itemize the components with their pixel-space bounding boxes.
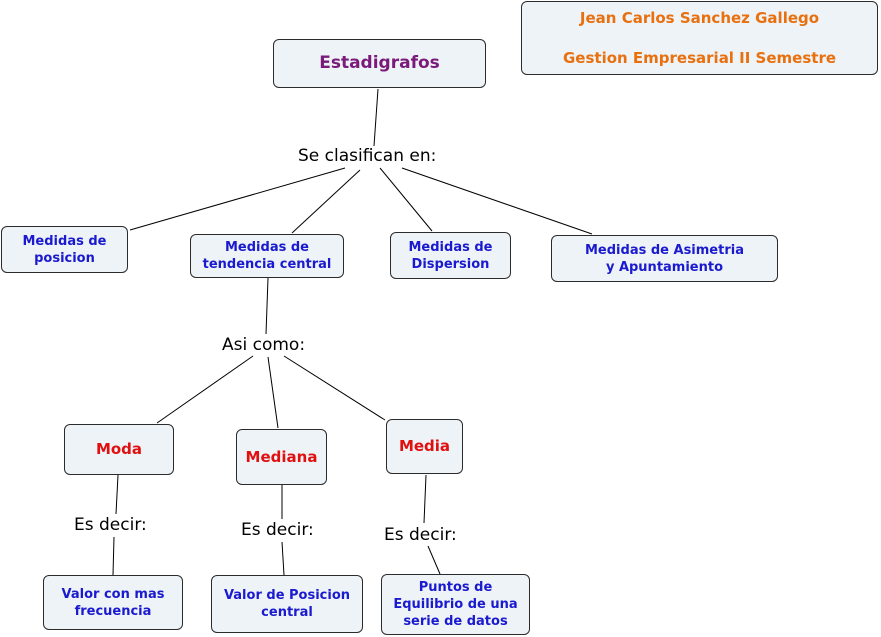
author-box: Jean Carlos Sanchez Gallego Gestion Empr… [521, 1, 878, 75]
category-medidas-dispersion: Medidas de Dispersion [390, 232, 511, 279]
category-asimetria-apuntamiento: Medidas de Asimetria y Apuntamiento [551, 235, 778, 282]
link-phrase-es-decir-media: Es decir: [381, 525, 460, 545]
category-medidas-posicion: Medidas de posicion [1, 226, 128, 273]
author-course: Gestion Empresarial II Semestre [562, 49, 837, 67]
measure-moda: Moda [64, 424, 174, 475]
author-name: Jean Carlos Sanchez Gallego [579, 9, 820, 27]
category-tendencia-central: Medidas de tendencia central [190, 234, 344, 278]
measure-media: Media [386, 419, 463, 474]
root-concept-estadigrafos: Estadigrafos [273, 39, 486, 88]
definition-moda: Valor con mas frecuencia [43, 575, 183, 630]
link-phrase-es-decir-moda: Es decir: [71, 515, 150, 535]
link-phrase-se-clasifican: Se clasifican en: [295, 146, 440, 166]
measure-mediana: Mediana [236, 429, 327, 485]
definition-mediana: Valor de Posicion central [211, 575, 363, 633]
link-phrase-es-decir-mediana: Es decir: [238, 520, 317, 540]
definition-media: Puntos de Equilibrio de una serie de dat… [381, 574, 530, 635]
link-phrase-asi-como: Asi como: [219, 335, 309, 355]
